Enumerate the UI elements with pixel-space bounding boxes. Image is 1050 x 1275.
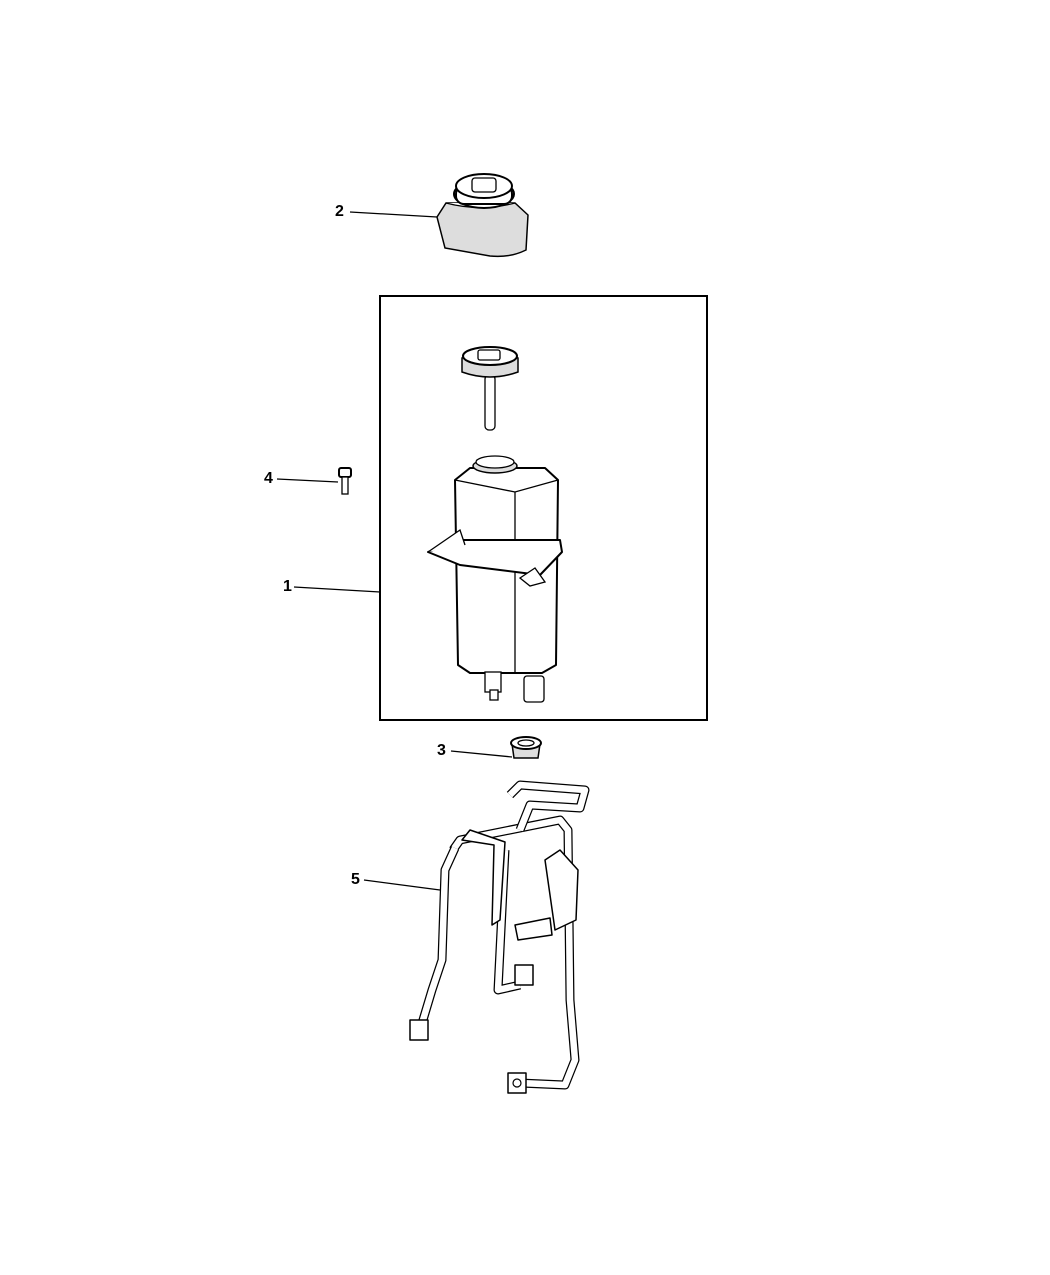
dipstick-cap	[461, 346, 519, 431]
reservoir-tank	[427, 455, 563, 703]
callout-1: 1	[283, 578, 292, 595]
part-2-cover	[436, 173, 529, 258]
part-4-bolt	[338, 467, 352, 495]
callout-2: 2	[335, 203, 344, 220]
leader-line-1	[293, 586, 381, 593]
leader-line-3	[450, 750, 513, 758]
part-5-harness	[409, 780, 590, 1094]
callout-4: 4	[264, 470, 273, 487]
leader-line-2	[349, 211, 438, 218]
callout-5: 5	[351, 871, 360, 888]
callout-3: 3	[437, 742, 446, 759]
leader-line-4	[276, 478, 339, 483]
part-3-grommet	[510, 736, 542, 759]
leader-line-5	[363, 879, 441, 891]
assembly-1-box	[379, 295, 708, 721]
